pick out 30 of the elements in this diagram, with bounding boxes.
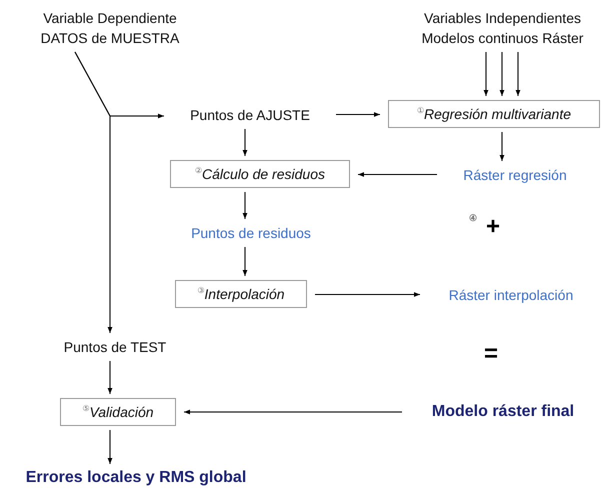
result-label: Ráster regresión bbox=[445, 165, 585, 185]
arrow bbox=[184, 410, 402, 414]
text-label: Variables Independientes Modelos continuos Ráster bbox=[400, 8, 601, 48]
text-label: Variable Dependiente DATOS de MUESTRA bbox=[20, 8, 200, 48]
process-box: $^{②}$Cálculo de residuos bbox=[170, 160, 350, 188]
result-label: Errores locales y RMS global bbox=[0, 468, 272, 488]
arrow bbox=[336, 112, 380, 117]
text-label: Puntos de AJUSTE bbox=[172, 105, 328, 125]
process-box: $^{①}$Regresión multivariante bbox=[388, 100, 600, 128]
arrow bbox=[108, 360, 112, 394]
arrow bbox=[500, 132, 504, 162]
text-label: Puntos de TEST bbox=[40, 337, 190, 357]
arrow bbox=[242, 246, 248, 276]
arrow bbox=[108, 430, 112, 464]
arrow bbox=[74, 52, 112, 334]
result-label: Ráster interpolación bbox=[428, 285, 594, 305]
process-box: $^{③}$Interpolación bbox=[175, 280, 307, 308]
result-label: Modelo ráster final bbox=[410, 402, 596, 422]
arrow bbox=[484, 52, 488, 96]
circled-number: ④ bbox=[469, 214, 477, 223]
arrow bbox=[314, 292, 420, 297]
arrow bbox=[500, 52, 504, 96]
arrow bbox=[358, 172, 438, 177]
process-box: $^{⑤}$Validación bbox=[60, 398, 176, 426]
plus-sign: + bbox=[486, 215, 500, 239]
result-label: Puntos de residuos bbox=[172, 223, 330, 243]
arrow bbox=[516, 52, 520, 96]
arrow bbox=[242, 128, 248, 156]
arrow bbox=[242, 192, 248, 220]
equals-sign: = bbox=[484, 342, 498, 366]
